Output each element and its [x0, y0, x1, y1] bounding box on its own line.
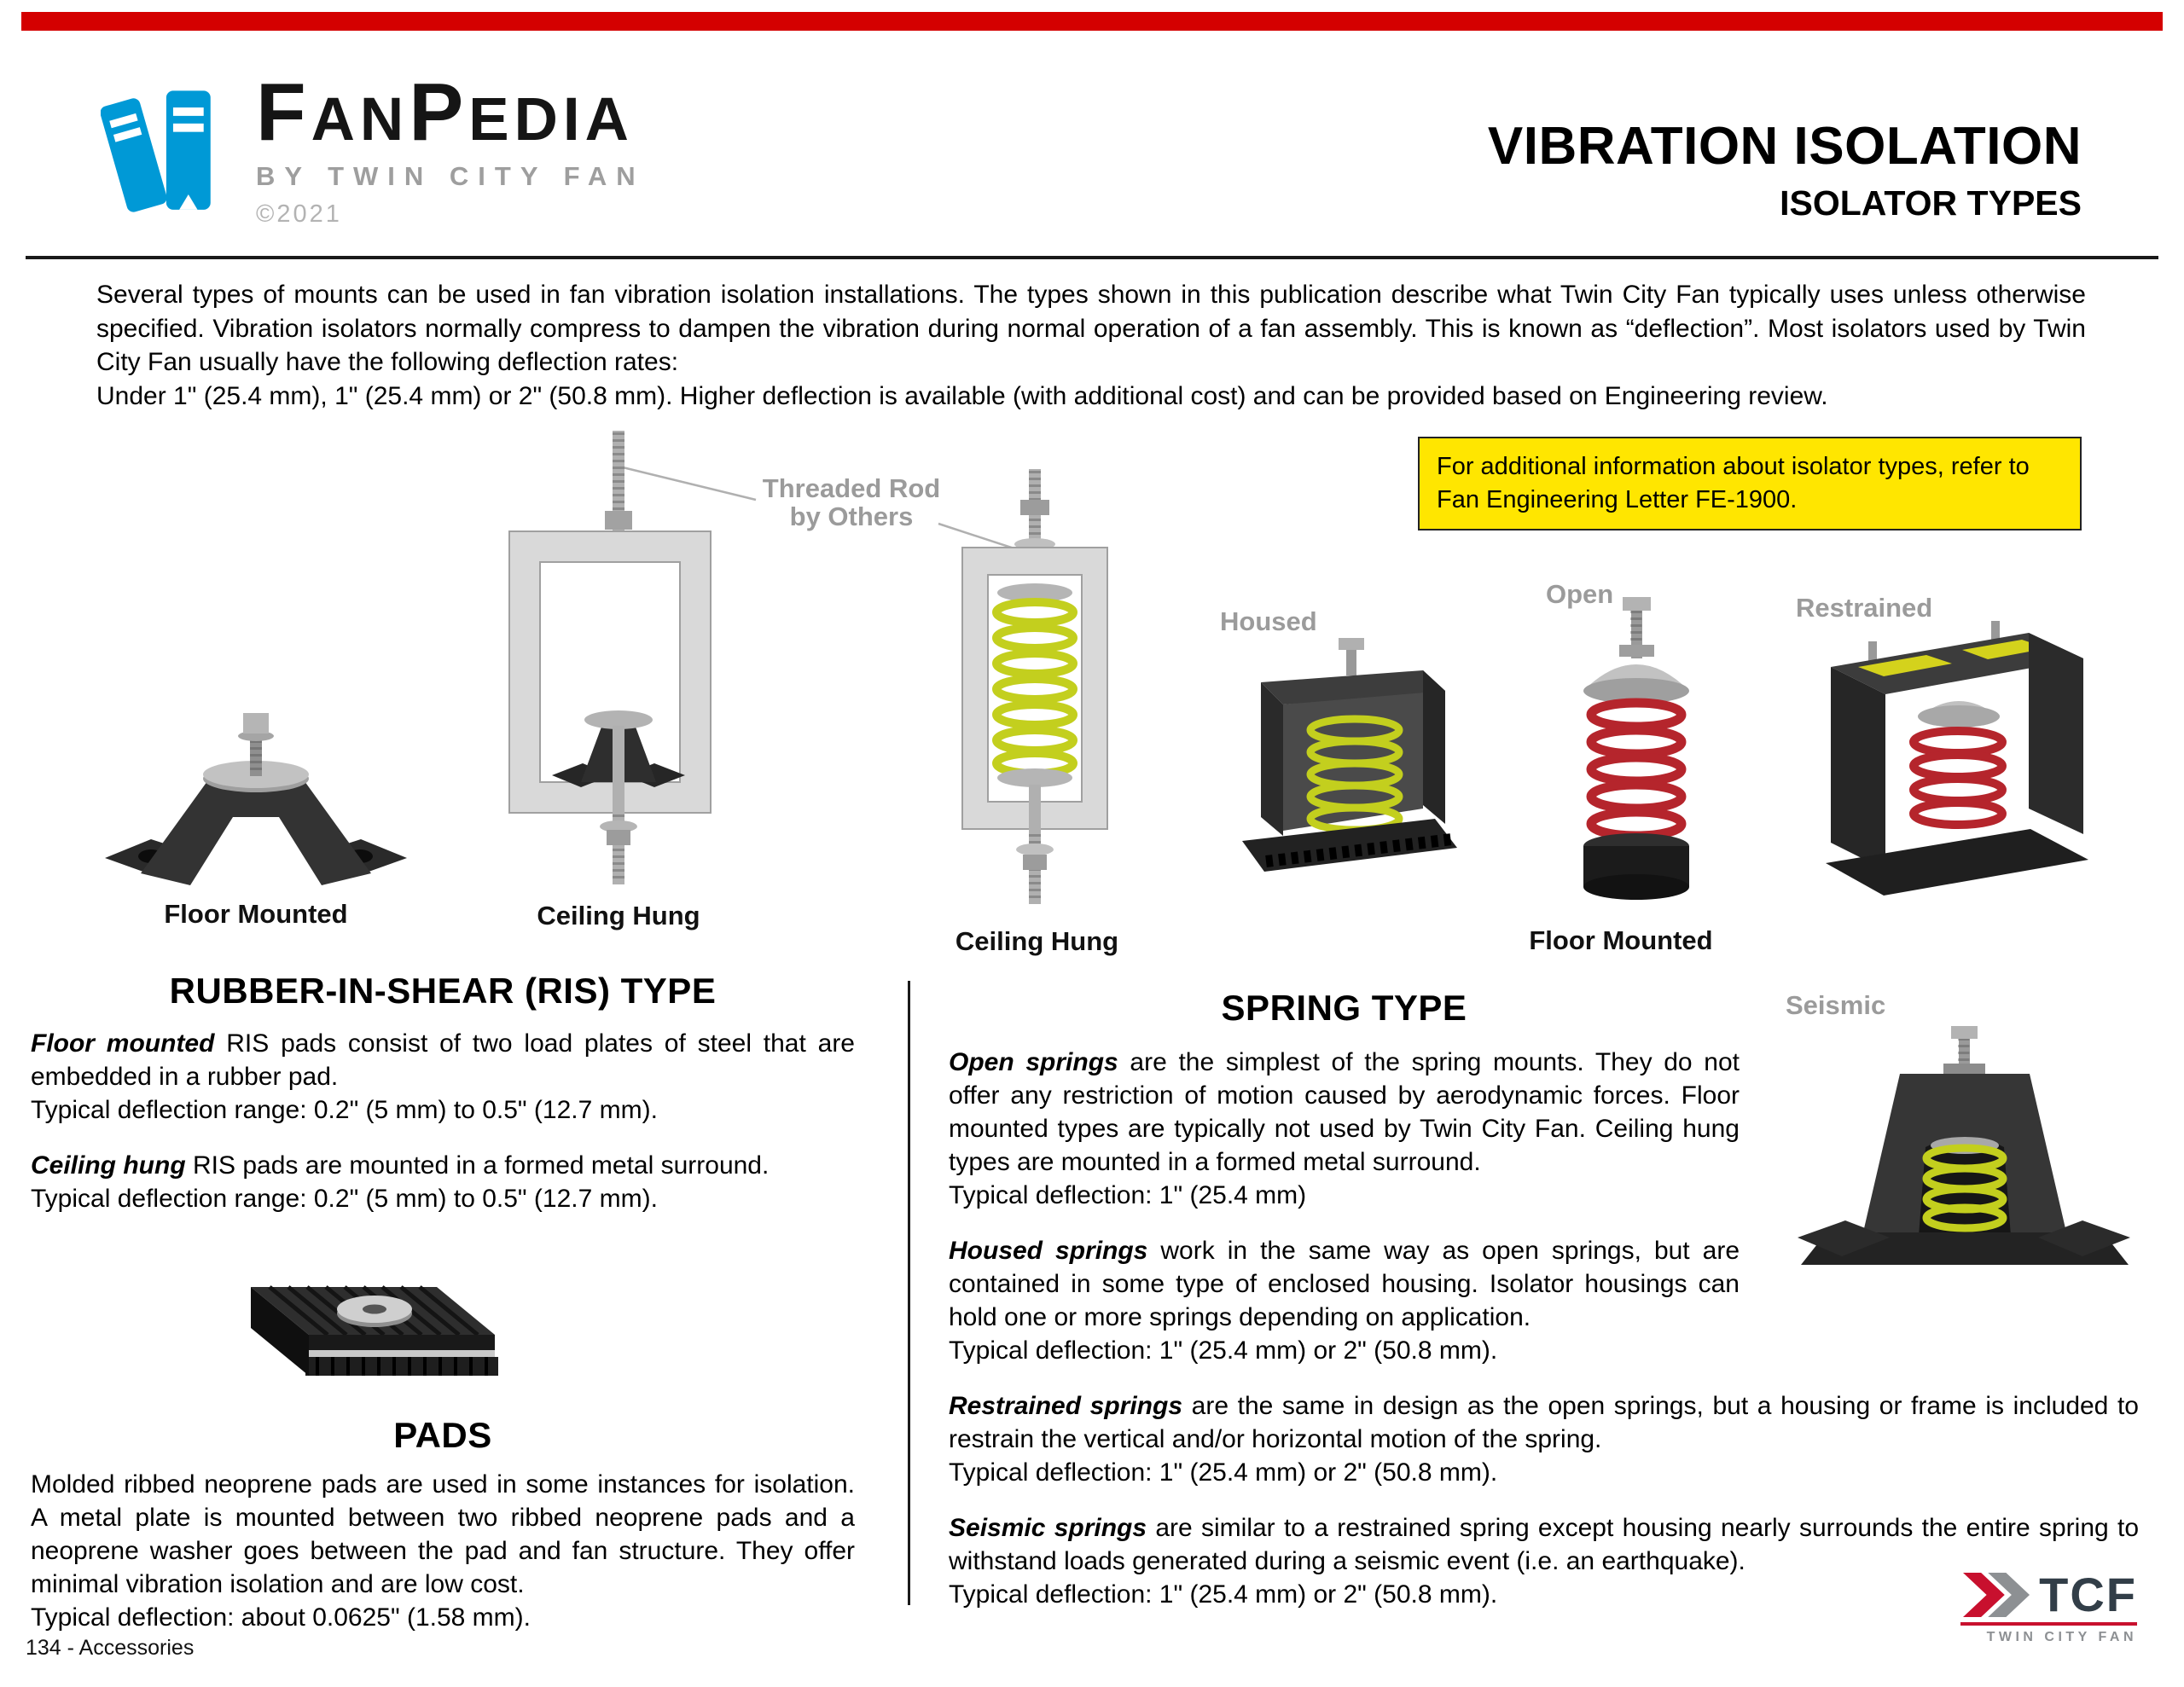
header-rule [26, 256, 2158, 259]
housed-spring-illustration [1242, 638, 1457, 872]
tcf-chevrons-icon [1963, 1573, 2030, 1617]
restrained-spring-figure [1824, 614, 2093, 904]
open-springs-paragraph: Open springs are the simplest of the spr… [949, 1048, 1740, 1209]
spring-section: Seismic SPRING TYPE [949, 988, 2139, 1611]
title-block: VIBRATION ISOLATION ISOLATOR TYPES [1488, 116, 2082, 223]
pads-heading: PADS [393, 1415, 492, 1455]
open-spring-figure [1558, 597, 1716, 917]
brand-byline: BY TWIN CITY FAN [256, 161, 645, 192]
floor-mounted-ris-caption: Floor Mounted [164, 899, 348, 929]
intro-paragraph-2: Under 1" (25.4 mm), 1" (25.4 mm) or 2" (… [96, 381, 1828, 410]
page-title: VIBRATION ISOLATION [1487, 117, 2082, 176]
ceiling-hung-ris-figure: Ceiling Hung [499, 431, 738, 931]
threaded-rod-label: Threaded Rod by Others [762, 473, 941, 532]
pad-illustration [251, 1285, 498, 1376]
open-label: Open [1546, 579, 1614, 609]
pads-paragraph: Molded ribbed neoprene pads are used in … [31, 1470, 855, 1632]
brand-name: FANPEDIA [256, 67, 634, 158]
ceiling-hung-ris-caption: Ceiling Hung [537, 901, 700, 930]
brand-copyright: ©2021 [256, 200, 342, 229]
top-red-bar [21, 12, 2163, 31]
tcf-logo: TCF TWIN CITY FAN [1960, 1571, 2137, 1645]
seismic-spring-illustration [1798, 1026, 2130, 1266]
tcf-subtext: TWIN CITY FAN [1986, 1630, 2137, 1644]
open-spring-illustration [1583, 597, 1689, 900]
ceiling-hung-ris-illustration [508, 431, 712, 884]
footer-page-label: 134 - Accessories [26, 1636, 195, 1660]
page-subtitle: ISOLATOR TYPES [1780, 183, 2082, 223]
tcf-text: TCF [2039, 1568, 2137, 1621]
brand-text: FANPEDIA BY TWIN CITY FAN ©2021 [256, 67, 645, 229]
pad-figure [225, 1246, 507, 1400]
housed-label: Housed [1220, 606, 1317, 636]
ceiling-hung-spring-caption: Ceiling Hung [955, 926, 1119, 956]
brand: FANPEDIA BY TWIN CITY FAN ©2021 [101, 67, 645, 229]
spring-floor-mounted-caption: Floor Mounted [1529, 925, 1713, 955]
seismic-springs-paragraph: Seismic springs are similar to a restrai… [949, 1514, 2139, 1609]
ceiling-hung-spring-figure: Ceiling Hung [954, 469, 1120, 957]
intro-paragraph-1: Several types of mounts can be used in f… [96, 281, 2086, 377]
tcf-red-rule [1960, 1622, 2137, 1626]
housed-springs-paragraph: Housed springs work in the same way as o… [949, 1237, 1740, 1365]
ris-floor-paragraph: Floor mounted RIS pads consist of two lo… [31, 1029, 855, 1124]
intro: Several types of mounts can be used in f… [96, 278, 2086, 413]
floor-mounted-ris-figure: Floor Mounted [98, 696, 414, 930]
info-note: For additional information about isolato… [1418, 437, 2082, 531]
ris-heading: RUBBER-IN-SHEAR (RIS) TYPE [169, 971, 717, 1011]
fanpedia-books-icon [101, 90, 211, 212]
seismic-figure: Seismic [1763, 988, 2139, 1307]
restrained-springs-paragraph: Restrained springs are the same in desig… [949, 1392, 2139, 1487]
column-divider [908, 981, 910, 1605]
seismic-label: Seismic [1786, 990, 1886, 1020]
housed-spring-figure [1237, 638, 1463, 885]
restrained-label: Restrained [1796, 593, 1933, 623]
ris-section: RUBBER-IN-SHEAR (RIS) TYPE Floor mounted… [31, 971, 855, 1634]
tcf-logo-top: TCF [1960, 1571, 2137, 1619]
restrained-spring-illustration [1826, 621, 2088, 896]
spring-heading: SPRING TYPE [1221, 988, 1467, 1028]
ris-ceiling-paragraph: Ceiling hung RIS pads are mounted in a f… [31, 1151, 770, 1213]
floor-mounted-ris-illustration [105, 713, 407, 885]
ceiling-hung-spring-illustration [961, 469, 1108, 904]
